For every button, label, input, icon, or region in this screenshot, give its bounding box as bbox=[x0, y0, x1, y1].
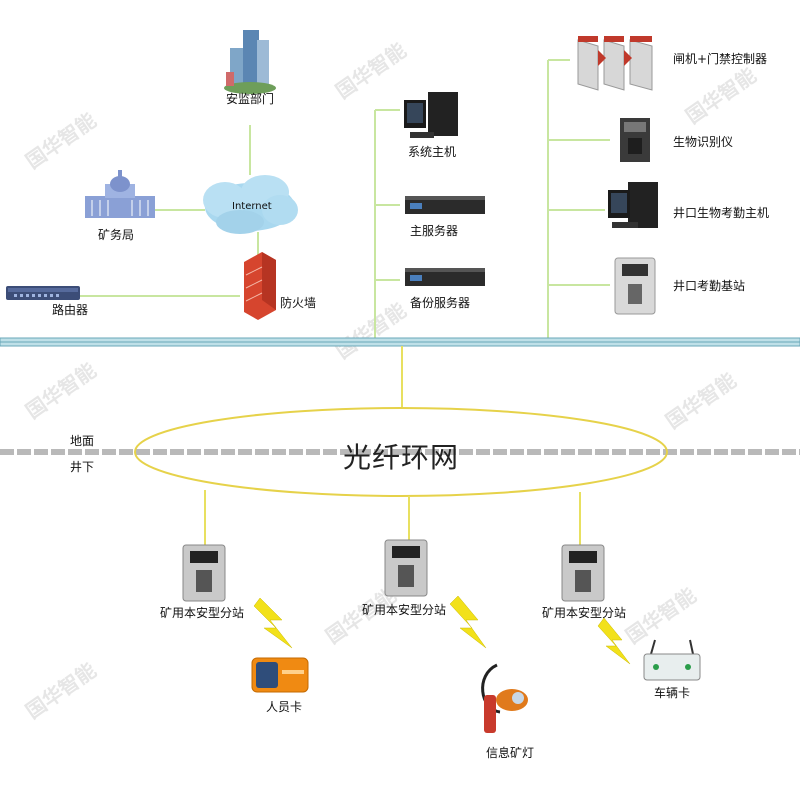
gate-controller-label: 闸机+门禁控制器 bbox=[673, 52, 768, 66]
main-server-label: 主服务器 bbox=[410, 224, 459, 238]
upper-links bbox=[80, 59, 610, 340]
mining-bureau-label: 矿务局 bbox=[98, 228, 135, 242]
backbone-bus bbox=[0, 337, 800, 347]
wireless-lightning-icon bbox=[449, 595, 487, 649]
supervision-label: 安监部门 bbox=[226, 92, 275, 106]
internet-label: Internet bbox=[232, 201, 272, 212]
supervision-building-icon bbox=[224, 30, 276, 94]
base-station-icon bbox=[614, 257, 656, 315]
system-host-label: 系统主机 bbox=[408, 145, 457, 159]
vehicle-card-icon bbox=[643, 639, 701, 681]
router-label: 路由器 bbox=[52, 303, 89, 317]
desktop-computer-icon bbox=[404, 92, 458, 138]
biometric-reader-icon bbox=[620, 118, 650, 162]
wireless-lightning-icon bbox=[597, 617, 631, 665]
main-server-icon bbox=[405, 196, 485, 214]
attendance-host-computer-icon bbox=[608, 182, 658, 228]
backup-server-icon bbox=[405, 268, 485, 286]
internet-cloud-icon bbox=[203, 175, 298, 234]
firewall-label: 防火墙 bbox=[280, 296, 317, 310]
biometric-label: 生物识别仪 bbox=[673, 135, 734, 149]
personnel-card-icon bbox=[251, 657, 309, 693]
turnstile-gate-icon bbox=[577, 36, 653, 91]
wellhead-host-label: 井口生物考勤主机 bbox=[673, 206, 770, 220]
router-icon bbox=[6, 286, 80, 300]
substation-label: 矿用本安型分站 bbox=[362, 603, 447, 617]
substation-icon bbox=[182, 544, 226, 602]
capitol-building-icon bbox=[85, 170, 155, 218]
wellhead-station-label: 井口考勤基站 bbox=[673, 279, 746, 293]
wireless-lightning-icon bbox=[253, 597, 293, 649]
firewall-icon bbox=[244, 252, 276, 320]
ring-drops bbox=[204, 490, 581, 545]
info-lamp-label: 信息矿灯 bbox=[486, 746, 535, 760]
personnel-card-label: 人员卡 bbox=[266, 700, 303, 714]
below-ground-label: 井下 bbox=[70, 460, 95, 474]
substation-label: 矿用本安型分站 bbox=[160, 606, 245, 620]
above-ground-label: 地面 bbox=[70, 434, 95, 448]
fiber-ring-title: 光纤环网 bbox=[343, 441, 460, 474]
fiber-ring bbox=[134, 407, 668, 497]
substation-label: 矿用本安型分站 bbox=[542, 606, 627, 620]
substation-icon bbox=[561, 544, 605, 602]
cap-lamp-icon bbox=[481, 663, 528, 733]
backup-server-label: 备份服务器 bbox=[410, 296, 471, 310]
vehicle-card-label: 车辆卡 bbox=[654, 686, 691, 700]
substation-icon bbox=[384, 539, 428, 597]
